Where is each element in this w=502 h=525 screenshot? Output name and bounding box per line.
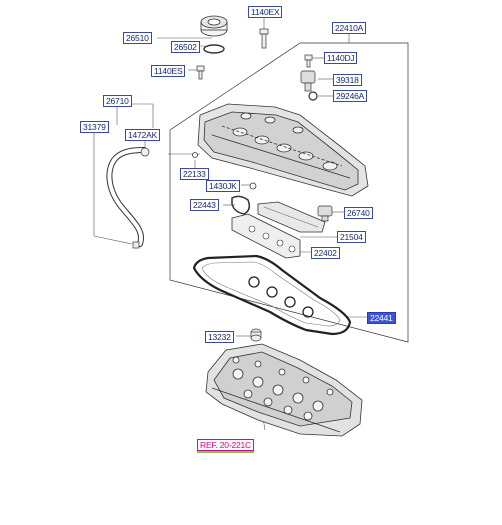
plug-1430jk bbox=[249, 182, 257, 190]
oil-filler-cap bbox=[200, 15, 228, 37]
cam-sensor-39318 bbox=[300, 70, 316, 92]
cap-gasket bbox=[203, 44, 225, 54]
bolt-1140dj bbox=[304, 54, 313, 68]
label-26502[interactable]: 26502 bbox=[171, 41, 200, 53]
bolt-1140ex bbox=[259, 28, 269, 49]
label-1140ex[interactable]: 1140EX bbox=[248, 6, 283, 18]
valve-cover bbox=[197, 103, 369, 197]
cylinder-head bbox=[205, 343, 363, 437]
label-31379[interactable]: 31379 bbox=[80, 121, 109, 133]
label-29246a[interactable]: 29246A bbox=[333, 90, 368, 102]
label-1140dj[interactable]: 1140DJ bbox=[324, 52, 358, 64]
hose-end-31379 bbox=[132, 241, 140, 249]
bolt-1140es bbox=[196, 65, 205, 80]
oring-22133 bbox=[192, 152, 198, 158]
label-1140es[interactable]: 1140ES bbox=[151, 65, 186, 77]
pcv-valve-26740 bbox=[317, 205, 333, 222]
assembly-outline bbox=[169, 42, 409, 343]
cover-gasket-22441 bbox=[192, 254, 352, 336]
oring-29246a bbox=[308, 91, 318, 101]
hose-clamp-1472ak bbox=[140, 147, 150, 157]
label-39318[interactable]: 39318 bbox=[333, 74, 362, 86]
reference-link[interactable]: REF. 20-221C bbox=[197, 439, 254, 451]
label-13232[interactable]: 13232 bbox=[205, 331, 234, 343]
label-22441[interactable]: 22441 bbox=[367, 312, 396, 324]
label-22443[interactable]: 22443 bbox=[190, 199, 219, 211]
dowel-13232 bbox=[250, 328, 262, 342]
label-22133[interactable]: 22133 bbox=[180, 168, 209, 180]
label-1430jk[interactable]: 1430JK bbox=[206, 180, 240, 192]
label-26740[interactable]: 26740 bbox=[344, 207, 373, 219]
label-26710[interactable]: 26710 bbox=[103, 95, 132, 107]
label-21504[interactable]: 21504 bbox=[337, 231, 366, 243]
label-22402[interactable]: 22402 bbox=[311, 247, 340, 259]
gasket-22443 bbox=[231, 195, 251, 215]
label-26510[interactable]: 26510 bbox=[123, 32, 152, 44]
label-22410a[interactable]: 22410A bbox=[332, 22, 367, 34]
label-1472ak[interactable]: 1472AK bbox=[125, 129, 161, 141]
